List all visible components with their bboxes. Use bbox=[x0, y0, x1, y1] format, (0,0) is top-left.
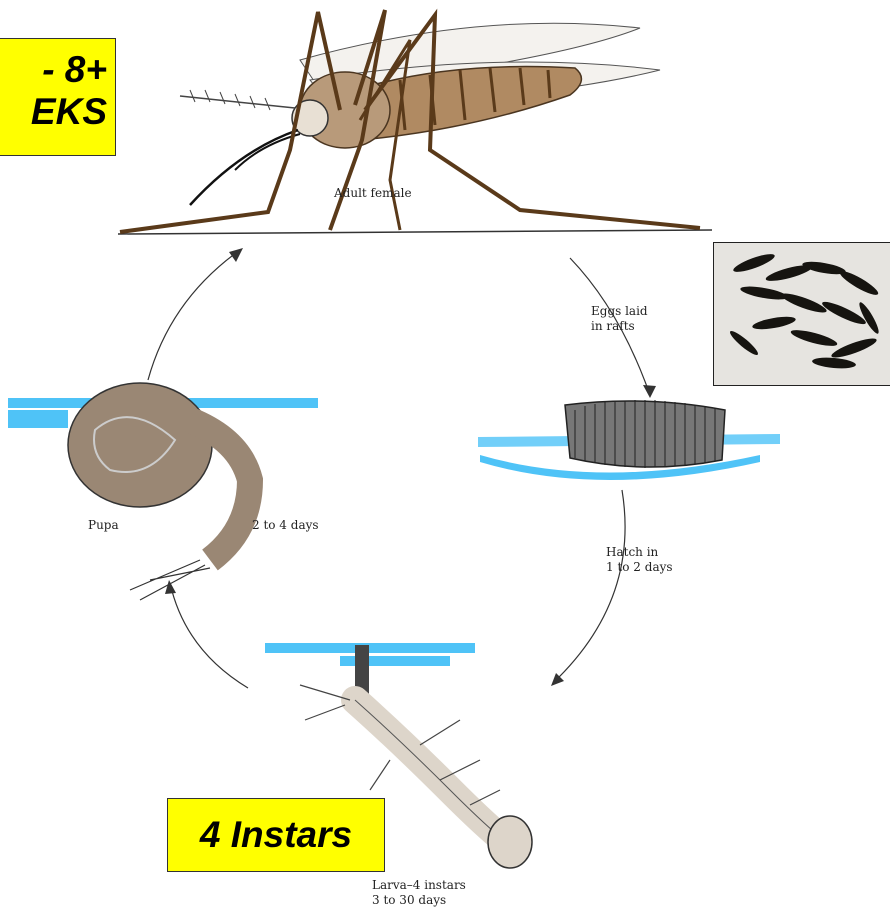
arrow-pupa-to-adult bbox=[148, 250, 240, 380]
duration-line1: - 8+ bbox=[0, 49, 107, 91]
label-larva: Larva–4 instars 3 to 30 days bbox=[372, 878, 466, 908]
label-larva-line1: Larva–4 instars bbox=[372, 878, 466, 893]
cycle-arrows bbox=[148, 250, 650, 688]
pupa-illustration bbox=[8, 383, 318, 600]
label-pupa-days: 2 to 4 days bbox=[252, 518, 319, 533]
label-hatch-line1: Hatch in bbox=[606, 545, 673, 560]
duration-line2: EKS bbox=[0, 91, 107, 133]
egg-raft-illustration bbox=[478, 400, 780, 480]
label-eggs-line1: Eggs laid bbox=[591, 304, 648, 319]
ground-line bbox=[118, 230, 712, 234]
label-pupa: Pupa bbox=[88, 518, 119, 533]
label-hatch: Hatch in 1 to 2 days bbox=[606, 545, 673, 575]
arrow-eggs-to-larva bbox=[553, 490, 625, 683]
duration-callout: - 8+ EKS bbox=[0, 38, 116, 156]
label-hatch-line2: 1 to 2 days bbox=[606, 560, 673, 575]
arrow-larva-to-pupa bbox=[170, 583, 248, 688]
egg-photo-graphic bbox=[714, 243, 890, 386]
label-eggs-line2: in rafts bbox=[591, 319, 648, 334]
egg-photo bbox=[713, 242, 890, 386]
label-larva-line2: 3 to 30 days bbox=[372, 893, 466, 908]
label-adult-female: Adult female bbox=[334, 186, 412, 201]
label-eggs: Eggs laid in rafts bbox=[591, 304, 648, 334]
instars-callout: 4 Instars bbox=[167, 798, 385, 872]
